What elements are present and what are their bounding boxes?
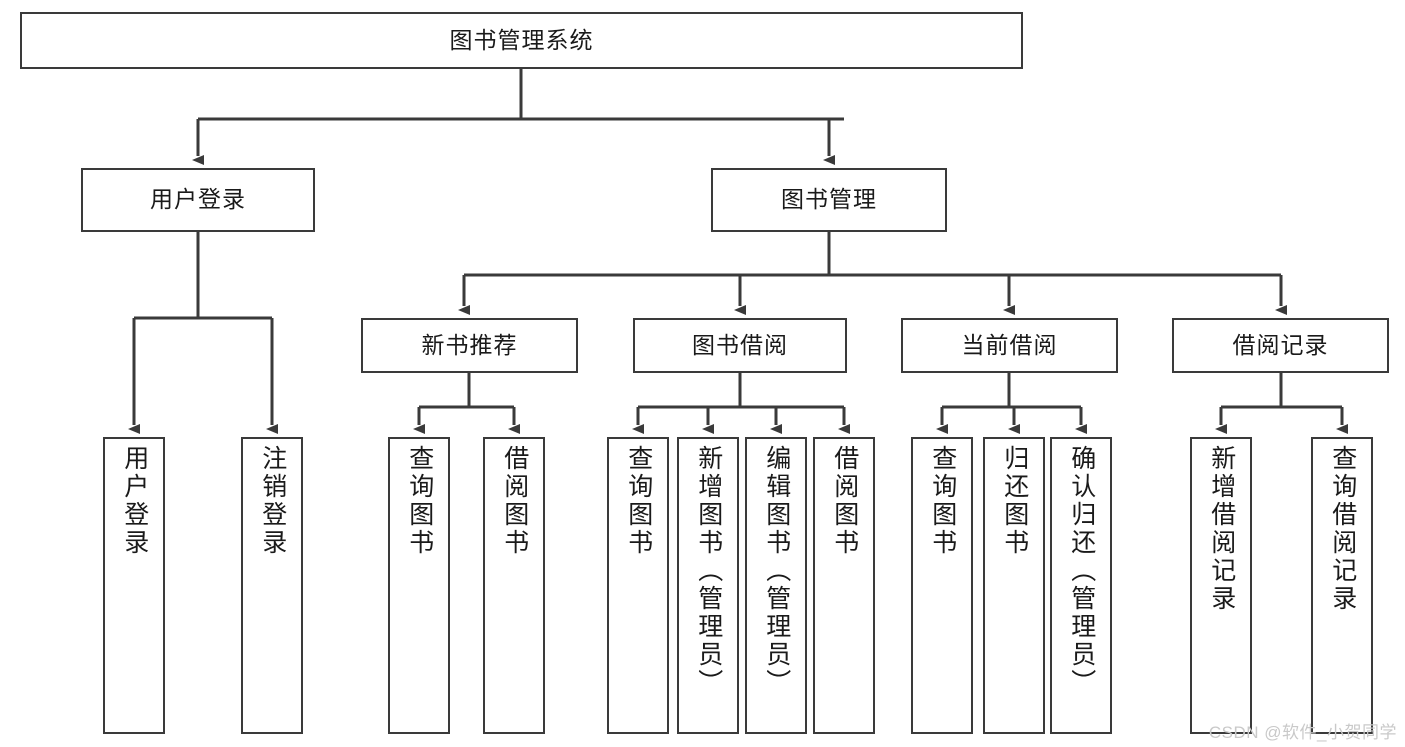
node-book-management-label: 图书管理	[781, 186, 877, 213]
node-user-login-label: 用户登录	[150, 186, 246, 213]
leaf-borrow-book-newbook-label: 借阅图书	[500, 445, 529, 557]
leaf-add-book-admin[interactable]: 新增图书（管理员）	[677, 437, 739, 734]
leaf-return-book-label: 归还图书	[1000, 445, 1029, 557]
node-book-borrow-label: 图书借阅	[692, 331, 788, 358]
node-new-book-recommend-label: 新书推荐	[421, 331, 518, 358]
leaf-borrow-book[interactable]: 借阅图书	[813, 437, 875, 734]
leaf-logout[interactable]: 注销登录	[241, 437, 303, 734]
leaf-borrow-book-label: 借阅图书	[830, 445, 859, 557]
leaf-query-book-current-label: 查询图书	[928, 445, 957, 557]
node-current-borrow[interactable]: 当前借阅	[901, 318, 1118, 373]
leaf-query-borrow-record[interactable]: 查询借阅记录	[1311, 437, 1373, 734]
node-book-management[interactable]: 图书管理	[711, 168, 947, 232]
leaf-edit-book-admin-label: 编辑图书（管理员）	[762, 445, 791, 697]
leaf-logout-label: 注销登录	[258, 445, 287, 557]
leaf-query-book-current[interactable]: 查询图书	[911, 437, 973, 734]
leaf-user-login-label: 用户登录	[120, 445, 149, 557]
node-borrow-record-label: 借阅记录	[1232, 331, 1329, 358]
node-borrow-record[interactable]: 借阅记录	[1172, 318, 1389, 373]
leaf-query-book-newbook[interactable]: 查询图书	[388, 437, 450, 734]
leaf-query-book-borrow[interactable]: 查询图书	[607, 437, 669, 734]
leaf-add-book-admin-label: 新增图书（管理员）	[694, 445, 723, 697]
node-new-book-recommend[interactable]: 新书推荐	[361, 318, 578, 373]
node-root-label: 图书管理系统	[449, 26, 594, 53]
node-book-borrow[interactable]: 图书借阅	[633, 318, 847, 373]
leaf-query-book-borrow-label: 查询图书	[624, 445, 653, 557]
node-root[interactable]: 图书管理系统	[20, 12, 1023, 69]
leaf-query-book-newbook-label: 查询图书	[405, 445, 434, 557]
leaf-query-borrow-record-label: 查询借阅记录	[1328, 445, 1357, 613]
leaf-edit-book-admin[interactable]: 编辑图书（管理员）	[745, 437, 807, 734]
watermark: CSDN @软件_小贺同学	[1208, 723, 1397, 742]
connectors	[128, 69, 1348, 434]
leaf-confirm-return-admin-label: 确认归还（管理员）	[1067, 445, 1096, 697]
leaf-confirm-return-admin[interactable]: 确认归还（管理员）	[1050, 437, 1112, 734]
leaf-return-book[interactable]: 归还图书	[983, 437, 1045, 734]
node-user-login[interactable]: 用户登录	[81, 168, 315, 232]
leaf-borrow-book-newbook[interactable]: 借阅图书	[483, 437, 545, 734]
leaf-user-login[interactable]: 用户登录	[103, 437, 165, 734]
node-current-borrow-label: 当前借阅	[961, 331, 1058, 358]
leaf-add-borrow-record-label: 新增借阅记录	[1207, 445, 1236, 613]
leaf-add-borrow-record[interactable]: 新增借阅记录	[1190, 437, 1252, 734]
